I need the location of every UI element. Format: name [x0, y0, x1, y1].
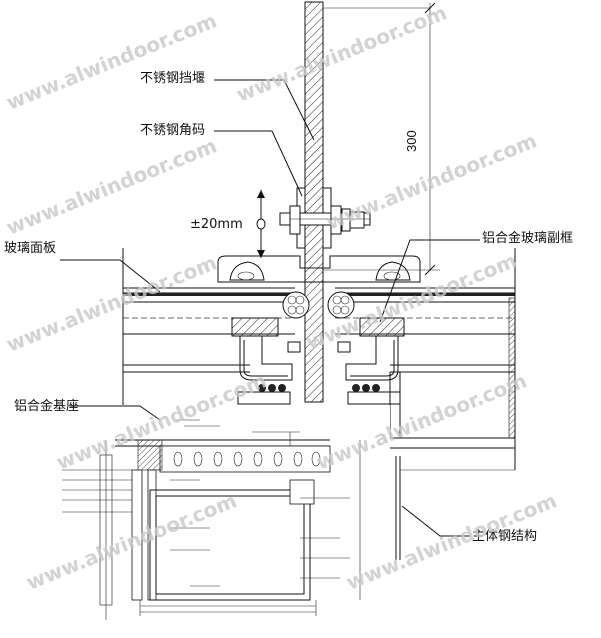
watermark-text: www.alwindoor.com [3, 8, 220, 114]
dimension-300-text: 300 [404, 130, 419, 152]
callout-labels: 不锈钢挡堰 不锈钢角码 玻璃面板 铝合金玻璃副框 铝合金基座 主体钢结构 [4, 71, 573, 544]
watermark-text: www.alwindoor.com [323, 128, 540, 234]
stainless-angle-brackets [279, 187, 371, 249]
label-stainless-retainer: 不锈钢挡堰 [140, 71, 205, 86]
callout-leaders [60, 79, 480, 537]
foam-backer-rods [282, 291, 355, 319]
dimension-300: 300 [323, 2, 440, 276]
label-main-steel: 主体钢结构 [472, 529, 537, 544]
watermark-text: www.alwindoor.com [3, 250, 220, 356]
label-alu-subframe: 铝合金玻璃副框 [482, 230, 573, 246]
watermark-text: www.alwindoor.com [233, 0, 450, 106]
adjustment-indicator: ±20mm [190, 190, 266, 258]
label-stainless-angle: 不锈钢角码 [140, 123, 205, 138]
label-glass-panel: 玻璃面板 [4, 241, 56, 256]
inset-detail-drawing [62, 405, 390, 638]
pressure-plate [217, 255, 421, 283]
aluminum-subframe-left [231, 317, 301, 405]
adjustment-text: ±20mm [190, 217, 243, 232]
label-alu-base: 铝合金基座 [14, 398, 79, 414]
watermark-text: www.alwindoor.com [3, 133, 220, 239]
